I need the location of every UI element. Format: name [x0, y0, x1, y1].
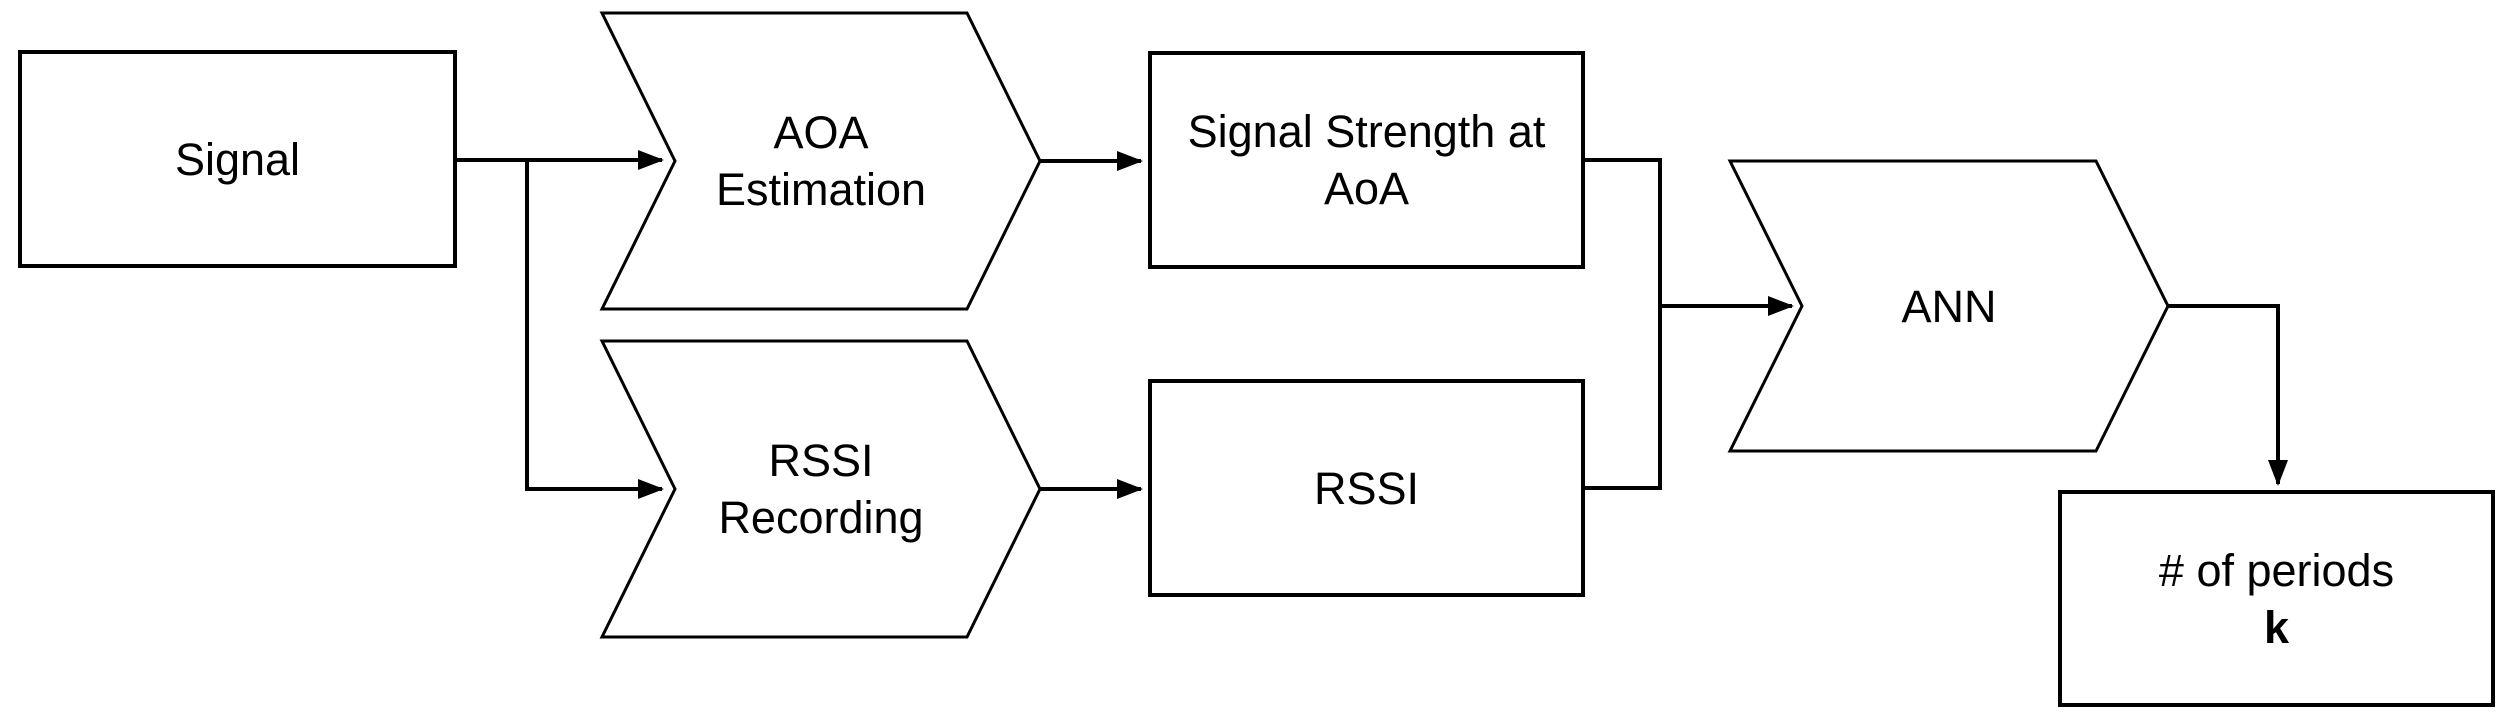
signal-label-text: Signal	[174, 133, 301, 185]
edge-ann-to-num-periods	[2168, 304, 2288, 486]
ann-chevron	[1727, 159, 2170, 453]
signal-strength-line1: Signal Strength at	[1187, 106, 1546, 157]
rssi-label-text: RSSI	[1313, 462, 1420, 514]
aoa-estimation-line1: AOA	[773, 107, 869, 158]
signal-box	[18, 50, 457, 268]
num-periods-line1: # of periods	[2158, 544, 2395, 596]
signal-strength-box	[1148, 51, 1585, 269]
edge-merge-bracket	[1585, 158, 1662, 490]
num-periods-label: # of periods k	[2058, 490, 2495, 707]
rssi-label: RSSI	[1148, 379, 1585, 597]
aoa-estimation-chevron	[599, 11, 1042, 311]
rssi-recording-label: RSSI Recording	[602, 341, 1040, 637]
edge-signal-to-rssi-recording	[525, 160, 664, 499]
rssi-recording-chevron	[599, 339, 1042, 639]
aoa-estimation-line2: Estimation	[715, 164, 927, 215]
num-periods-line2: k	[2263, 601, 2290, 653]
rssi-recording-line1: RSSI	[768, 435, 874, 486]
signal-strength-label: Signal Strength at AoA	[1148, 51, 1585, 269]
ann-label: ANN	[1730, 161, 2168, 451]
num-periods-box	[2058, 490, 2495, 707]
signal-label: Signal	[18, 50, 457, 268]
signal-strength-line2: AoA	[1323, 163, 1410, 214]
rssi-recording-line2: Recording	[718, 492, 924, 543]
rssi-box	[1148, 379, 1585, 597]
aoa-estimation-label: AOA Estimation	[602, 13, 1040, 309]
ann-label-text: ANN	[1901, 280, 1997, 332]
